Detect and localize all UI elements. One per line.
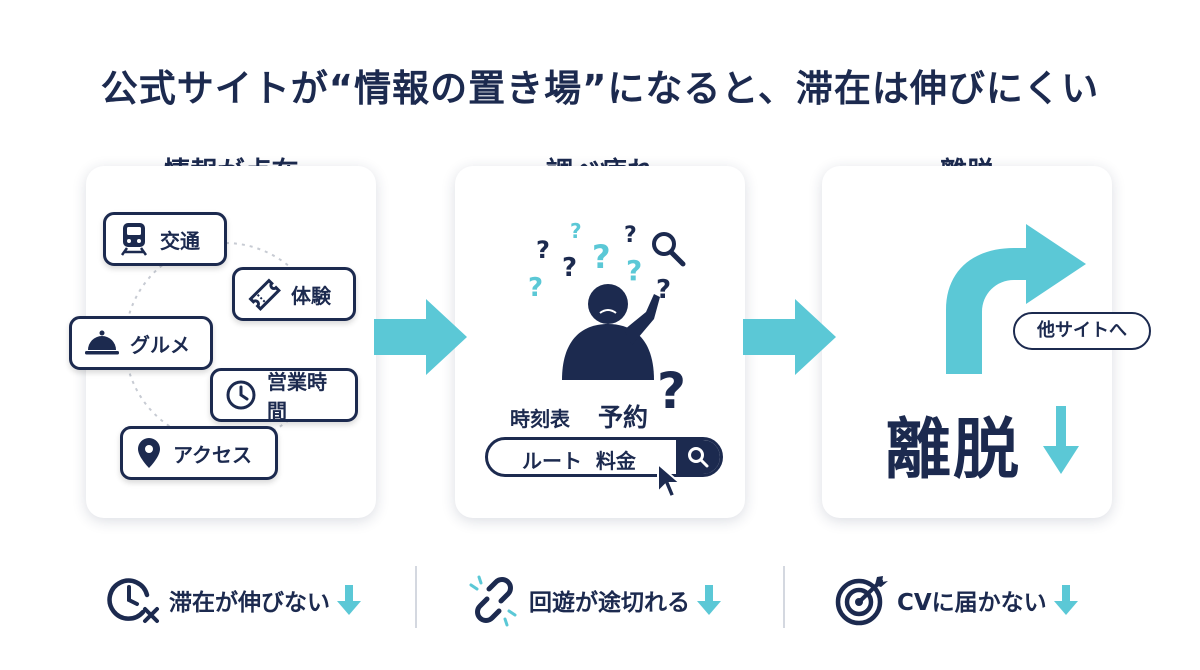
chip-experience: 体験: [232, 267, 356, 321]
search-bar[interactable]: ルート 料金: [485, 437, 723, 477]
svg-text:?: ?: [562, 253, 577, 283]
page-title: 公式サイトが“情報の置き場”になると、滞在は伸びにくい: [100, 67, 1100, 110]
clock-x-icon: [107, 578, 159, 623]
svg-text:?: ?: [592, 238, 611, 276]
chip-access: アクセス: [120, 426, 278, 480]
svg-text:?: ?: [528, 273, 543, 303]
chip-transport: 交通: [103, 212, 227, 266]
divider: [783, 566, 785, 628]
target-icon: [835, 576, 888, 626]
chip-label: 営業時間: [267, 370, 327, 423]
chip-label: 体験: [291, 283, 331, 308]
cursor-icon: [657, 462, 683, 499]
cloche-icon: [85, 330, 119, 355]
down-arrow-icon: [697, 585, 721, 615]
other-site-pill: 他サイトへ: [1013, 312, 1151, 350]
down-arrow-icon: [337, 585, 361, 615]
effect-stay: 滞在が伸びない: [103, 573, 362, 627]
search-icon: [688, 447, 709, 468]
keyword-reservation: 予約: [598, 403, 649, 432]
chip-label: グルメ: [130, 332, 190, 357]
effect-conversion: CVに届かない: [833, 573, 1079, 627]
svg-text:?: ?: [536, 236, 550, 264]
down-arrow-icon: [1043, 406, 1079, 474]
chip-label: アクセス: [173, 442, 252, 467]
flow-arrow-right: [743, 299, 836, 375]
map-pin-icon: [138, 438, 160, 468]
question-mark: ?: [657, 362, 687, 420]
confused-person-illustration: ? ? ? ? ? ? ? ?: [528, 219, 686, 380]
magnifier-icon: [652, 232, 686, 267]
clock-icon: [226, 380, 256, 410]
broken-link-icon: [469, 575, 517, 627]
exit-big-word: 離脱: [885, 411, 1021, 488]
ticket-icon: [248, 278, 281, 311]
train-icon: [120, 223, 148, 256]
svg-text:?: ?: [570, 219, 582, 243]
divider: [415, 566, 417, 628]
effect-label: 回遊が途切れる: [529, 590, 690, 616]
chip-hours: 営業時間: [210, 368, 358, 423]
flow-arrow-right: [374, 299, 467, 375]
svg-text:?: ?: [624, 223, 637, 248]
search-button[interactable]: [676, 440, 720, 474]
search-query: ルート 料金: [522, 449, 636, 473]
effect-label: CVに届かない: [897, 590, 1047, 616]
svg-text:?: ?: [626, 254, 642, 287]
down-arrow-icon: [1053, 585, 1078, 615]
keyword-timetable: 時刻表: [510, 407, 570, 431]
chip-label: 交通: [160, 228, 200, 253]
effect-circulation: 回遊が途切れる: [465, 573, 722, 627]
effect-label: 滞在が伸びない: [169, 590, 330, 616]
exit-turn-arrow: [946, 224, 1086, 374]
chip-gourmet: グルメ: [69, 316, 213, 370]
